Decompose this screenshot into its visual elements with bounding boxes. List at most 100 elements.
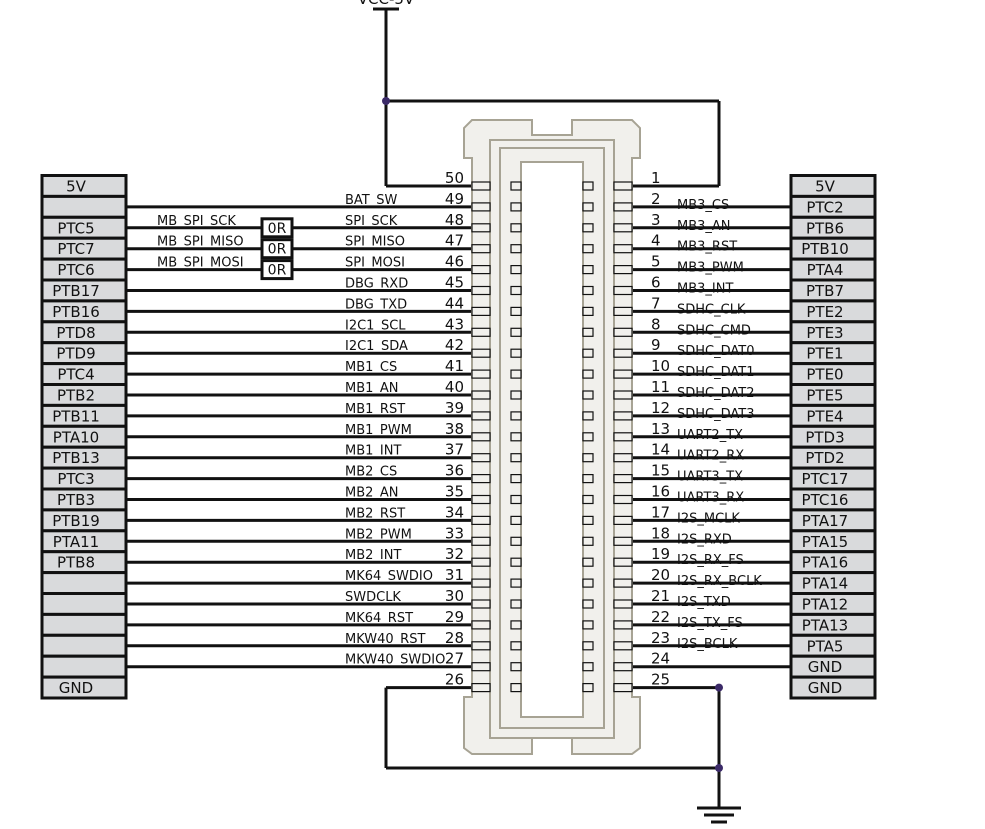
connector-pin-left: [471, 285, 491, 296]
pin-number-left: 26: [445, 671, 464, 689]
pin-number-right: 1: [651, 169, 661, 187]
connector-pin-right: [613, 411, 633, 421]
left-header-label: PTD8: [56, 324, 95, 342]
connector-pin-left: [471, 223, 491, 233]
left-header-label: PTB3: [57, 491, 95, 509]
connector-contact-left: [510, 494, 522, 505]
connector-contact-left: [510, 432, 522, 442]
net-label-right: SDHC_DAT0: [677, 344, 755, 359]
net-label-right: SDHC_DAT3: [677, 407, 755, 422]
connector-pin-right: [613, 390, 633, 400]
connector-contact-left: [510, 578, 522, 588]
connector-pin-left: [471, 369, 491, 379]
connector-pin-right: [613, 369, 633, 379]
connector-pin-left: [471, 515, 491, 526]
connector-pin-right: [613, 223, 633, 233]
pin-number-left: 44: [445, 294, 464, 312]
pin-number-right: 8: [651, 315, 661, 333]
connector-contact-left: [510, 348, 522, 358]
pin-number-left: 39: [445, 399, 464, 417]
pin-number-right: 17: [651, 503, 670, 521]
net-label-left: SPI_SCK: [345, 214, 398, 229]
junction-dot: [715, 764, 723, 772]
connector-pin-left: [471, 641, 491, 651]
connector-contact-right: [582, 557, 594, 567]
connector-pin-right: [613, 202, 633, 212]
pin-number-right: 11: [651, 378, 670, 396]
connector-contact-right: [582, 578, 594, 588]
pin-number-left: 43: [445, 315, 464, 333]
pin-number-right: 22: [651, 608, 670, 626]
left-header-cell: [40, 194, 128, 219]
left-header-label: PTB13: [52, 449, 100, 467]
pin-number-right: 10: [651, 357, 670, 375]
connector-pin-left: [471, 390, 491, 400]
right-header-label: PTA12: [802, 596, 848, 614]
net-label-left: MK64_RST: [345, 611, 413, 626]
left-header-strip: 5VPTC5PTC7PTC6PTB17PTB16PTD8PTD9PTC4PTB2…: [40, 174, 128, 700]
left-header-label: PTC4: [57, 366, 94, 384]
net-label-left: SWDCLK: [345, 590, 401, 605]
pin-number-right: 12: [651, 399, 670, 417]
mb-spi-label: MB_SPI_SCK: [157, 214, 236, 229]
pin-number-left: 47: [445, 232, 464, 250]
net-label-left: BAT_SW: [345, 193, 397, 208]
net-label-right: I2S_BCLK: [677, 637, 738, 652]
pin-number-left: 30: [445, 587, 464, 605]
connector-contact-left: [510, 474, 522, 484]
connector-pin-left: [471, 494, 491, 505]
connector-pin-right: [613, 515, 633, 526]
pin-number-right: 24: [651, 650, 670, 668]
connector-contact-right: [582, 494, 594, 505]
connector-pin-left: [471, 599, 491, 609]
pin-number-left: 50: [445, 169, 464, 187]
right-header-label: PTA15: [802, 533, 848, 551]
pin-number-left: 35: [445, 483, 464, 501]
connector-contact-right: [582, 641, 594, 651]
connector-pin-right: [613, 265, 633, 275]
pin-number-right: 2: [651, 190, 661, 208]
connector-pin-left: [471, 244, 491, 254]
net-label-left: DBG_RXD: [345, 277, 408, 292]
connector-contact-right: [582, 474, 594, 484]
net-label-right: UART2_TX: [677, 428, 743, 443]
connector-pin-left: [471, 327, 491, 337]
pin-number-left: 46: [445, 253, 464, 271]
right-header-label: PTE5: [806, 387, 843, 405]
connector-contact-right: [582, 369, 594, 379]
right-header-strip: 5VPTC2PTB6PTB10PTA4PTB7PTE2PTE3PTE1PTE0P…: [789, 174, 877, 700]
connector-contact-right: [582, 285, 594, 296]
connector-contact-right: [582, 411, 594, 421]
net-label-left: SPI_MOSI: [345, 256, 405, 271]
connector-pin-right: [613, 682, 633, 693]
left-header-cell: [40, 675, 128, 700]
connector-pin-right: [613, 536, 633, 546]
connector-pin-right: [613, 620, 633, 630]
pin-number-right: 15: [651, 462, 670, 480]
pin-number-right: 5: [651, 253, 661, 271]
pin-number-left: 27: [445, 650, 464, 668]
left-header-cell: [40, 654, 128, 679]
connector-contact-right: [582, 599, 594, 609]
ground-icon: [697, 768, 741, 824]
connector-contact-right: [582, 223, 594, 233]
connector-pin-right: [613, 494, 633, 505]
connector-pin-right: [613, 662, 633, 672]
connector-contact-left: [510, 515, 522, 526]
pin-number-right: 19: [651, 545, 670, 563]
net-label-right: I2S_MCLK: [677, 511, 740, 526]
resistor-0r: [260, 217, 294, 239]
junction-dot: [382, 97, 390, 105]
right-header-label: PTB6: [806, 219, 844, 237]
net-label-right: I2S_TXD: [677, 595, 731, 610]
pin-number-left: 31: [445, 566, 464, 584]
pin-number-right: 9: [651, 336, 661, 354]
right-header-label: PTA16: [802, 554, 848, 572]
right-header-label: PTE0: [806, 366, 843, 384]
left-header-label: PTB8: [57, 554, 95, 572]
right-header-label: PTA5: [807, 637, 844, 655]
right-header-label: PTA13: [802, 616, 848, 634]
pin-number-right: 7: [651, 294, 661, 312]
connector-pin-right: [613, 474, 633, 484]
net-label-left: MKW40_RST: [345, 632, 425, 647]
